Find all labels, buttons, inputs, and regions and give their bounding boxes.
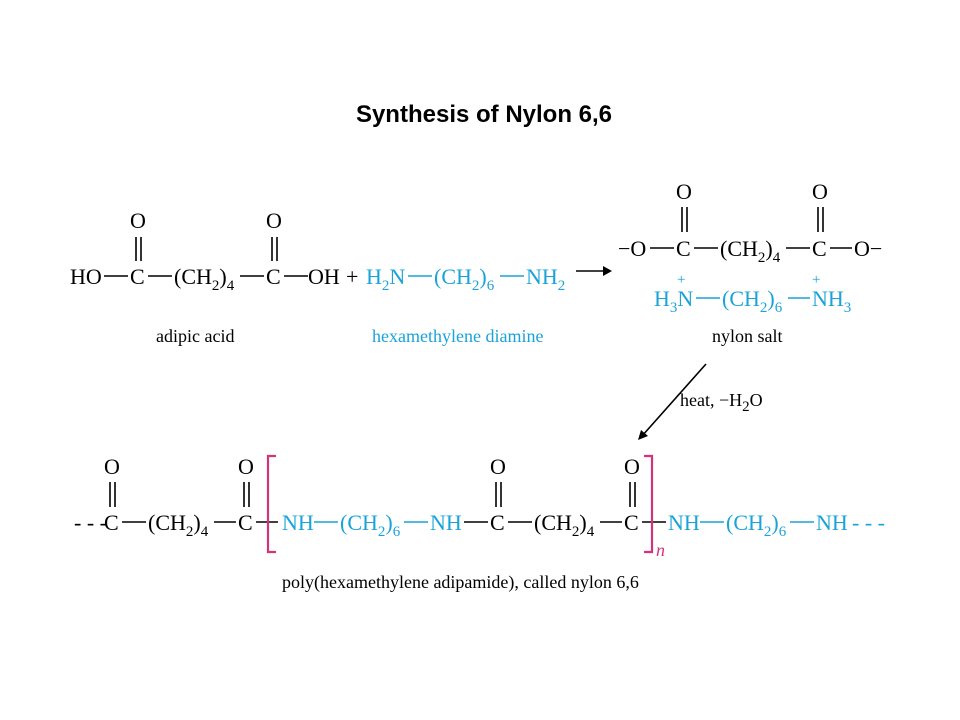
amide-nh-4: NH bbox=[816, 510, 848, 535]
label-product: poly(hexamethylene adipamide), called ny… bbox=[282, 572, 639, 593]
polymer-carbon-2: C bbox=[238, 510, 253, 535]
salt-carbon-1: C bbox=[676, 236, 691, 261]
amine-right: NH2 bbox=[526, 264, 565, 294]
salt-methylene-chain-6: (CH2)6 bbox=[722, 286, 783, 316]
polymer-methylene-chain-6a: (CH2)6 bbox=[340, 510, 401, 540]
label-nylon-salt: nylon salt bbox=[712, 326, 783, 346]
methylene-chain-6: (CH2)6 bbox=[434, 264, 495, 294]
polymer-oxygen-2: O bbox=[238, 454, 254, 479]
repeat-bracket-left bbox=[266, 454, 276, 554]
plus-sign: + bbox=[346, 264, 358, 289]
amide-nh-2: NH bbox=[430, 510, 462, 535]
ammonium-right: NH3 bbox=[812, 286, 851, 316]
label-diamine: hexamethylene diamine bbox=[372, 326, 543, 346]
amide-nh-3: NH bbox=[668, 510, 700, 535]
polymer-structure: - - - C O (CH2)4 C O NH (CH2)6 NH C O (C… bbox=[74, 454, 885, 560]
carboxylate-right: O− bbox=[854, 236, 882, 261]
hydroxyl-right: OH bbox=[308, 264, 340, 289]
polymer-methylene-chain-4a: (CH2)4 bbox=[148, 510, 209, 540]
ammonium-charge-right: + bbox=[812, 272, 820, 288]
salt-oxygen-1: O bbox=[676, 179, 692, 204]
carbonyl-oxygen-2: O bbox=[266, 208, 282, 233]
salt-oxygen-2: O bbox=[812, 179, 828, 204]
diamine-structure: H2N (CH2)6 NH2 bbox=[366, 264, 565, 294]
salt-carbon-2: C bbox=[812, 236, 827, 261]
polymer-methylene-chain-4b: (CH2)4 bbox=[534, 510, 595, 540]
amine-left: H2N bbox=[366, 264, 405, 294]
condition-arrow-head bbox=[638, 430, 648, 440]
page-title: Synthesis of Nylon 6,6 bbox=[356, 101, 612, 128]
chain-end-left: - - - bbox=[74, 510, 107, 535]
polymer-carbon-3: C bbox=[490, 510, 505, 535]
nylon-salt-structure: −O C O (CH2)4 C O O− + + H3N (CH2)6 NH3 bbox=[618, 179, 882, 316]
condition-arrow bbox=[641, 363, 707, 437]
adipic-acid-structure: HO C O (CH2)4 C O OH bbox=[70, 208, 340, 294]
polymer-oxygen-3: O bbox=[490, 454, 506, 479]
methylene-chain-4: (CH2)4 bbox=[174, 264, 235, 294]
polymer-oxygen-1: O bbox=[104, 454, 120, 479]
salt-methylene-chain-4: (CH2)4 bbox=[720, 236, 781, 266]
hydroxyl-left: HO bbox=[70, 264, 102, 289]
carbonyl-oxygen-1: O bbox=[130, 208, 146, 233]
polymer-methylene-chain-6b: (CH2)6 bbox=[726, 510, 787, 540]
chain-end-right: - - - bbox=[852, 510, 885, 535]
amide-nh-1: NH bbox=[282, 510, 314, 535]
reaction-arrow-head bbox=[603, 266, 612, 276]
ammonium-left: H3N bbox=[654, 286, 693, 316]
label-condition: heat, −H2O bbox=[680, 390, 763, 415]
polymer-oxygen-4: O bbox=[624, 454, 640, 479]
repeat-count-n: n bbox=[656, 540, 665, 560]
carbonyl-carbon-2: C bbox=[266, 264, 281, 289]
repeat-bracket-right bbox=[644, 454, 654, 554]
polymer-carbon-1: C bbox=[104, 510, 119, 535]
polymer-carbon-4: C bbox=[624, 510, 639, 535]
ammonium-charge-left: + bbox=[677, 272, 685, 288]
carboxylate-left: −O bbox=[618, 236, 646, 261]
label-adipic-acid: adipic acid bbox=[156, 326, 234, 346]
carbonyl-carbon-1: C bbox=[130, 264, 145, 289]
